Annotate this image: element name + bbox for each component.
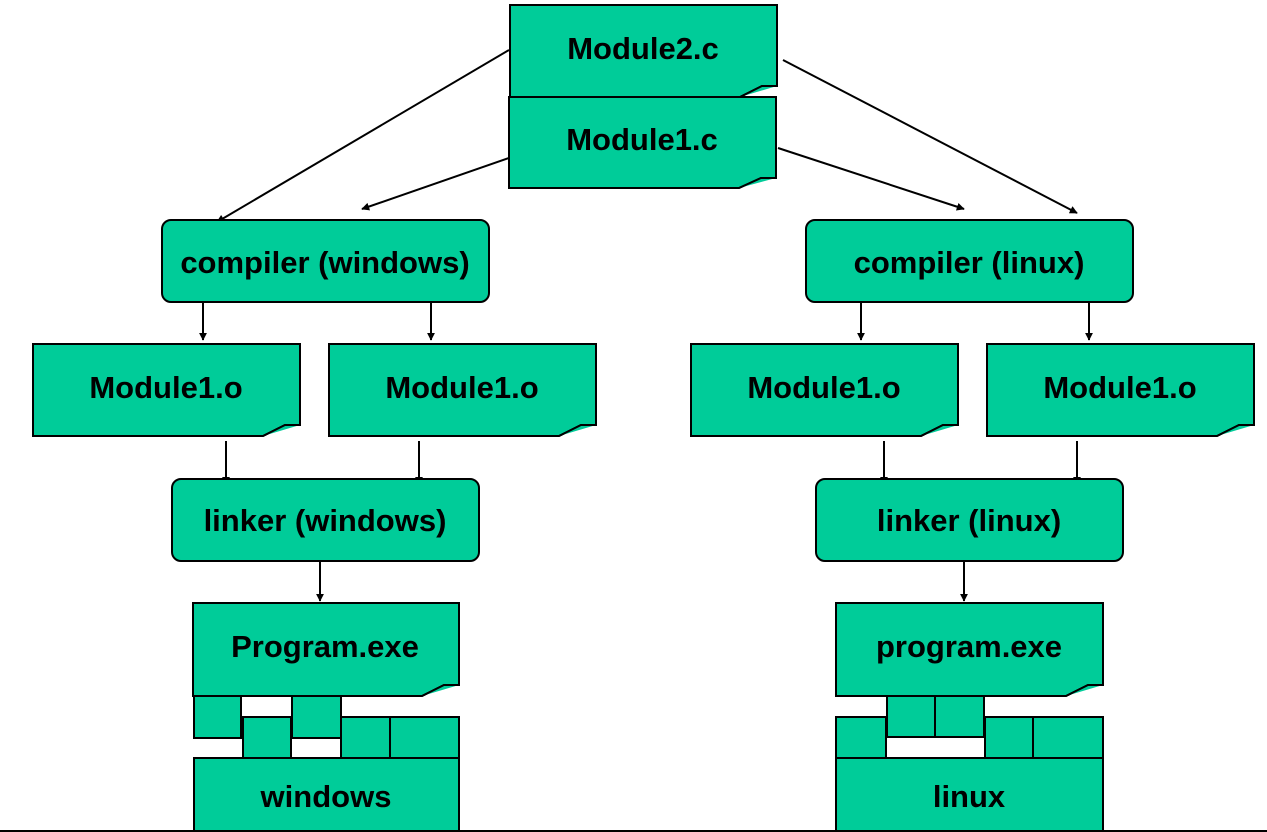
linux-object-left-node: Module1.o (690, 343, 959, 437)
linux-object-right-node: Module1.o (986, 343, 1255, 437)
windows-block (242, 716, 292, 759)
windows-program-node: Program.exe (192, 602, 460, 697)
module1-label: Module1.c (566, 122, 718, 157)
edge-module1-to-compiler-windows (361, 157, 510, 211)
compiler-windows-label: compiler (windows) (180, 245, 469, 280)
windows-os-base (193, 757, 460, 832)
linux-program-label: program.exe (876, 629, 1062, 664)
compiler-linux-node: compiler (linux) (805, 219, 1134, 303)
windows-program-label: Program.exe (231, 629, 419, 664)
linux-block (934, 695, 985, 738)
linker-linux-node: linker (linux) (815, 478, 1124, 562)
linux-program-node: program.exe (835, 602, 1104, 697)
edge-module2-to-compiler-linux (782, 59, 1078, 214)
linux-object-right-label: Module1.o (1043, 370, 1196, 405)
linux-os-base (835, 757, 1104, 832)
linux-block (1032, 716, 1104, 759)
module2-label: Module2.c (567, 31, 719, 66)
linux-block (886, 695, 936, 738)
source-module1-node: Module1.c (508, 96, 777, 189)
windows-block (291, 695, 342, 739)
linker-windows-label: linker (windows) (204, 503, 447, 538)
windows-block (193, 695, 242, 739)
windows-object-left-node: Module1.o (32, 343, 301, 437)
windows-object-right-node: Module1.o (328, 343, 597, 437)
linux-os-stack: linux (835, 695, 1104, 832)
windows-object-right-label: Module1.o (385, 370, 538, 405)
linker-linux-label: linker (linux) (877, 503, 1061, 538)
edge-module2-to-compiler-windows (216, 49, 510, 223)
linker-windows-node: linker (windows) (171, 478, 480, 562)
windows-os-stack: windows (193, 695, 460, 832)
source-module2-node: Module2.c (509, 4, 778, 98)
edge-module1-to-compiler-linux (777, 147, 965, 211)
linux-block (835, 716, 887, 759)
windows-block (389, 716, 460, 759)
linux-object-left-label: Module1.o (747, 370, 900, 405)
linux-block (984, 716, 1034, 759)
windows-object-left-label: Module1.o (89, 370, 242, 405)
edges (199, 49, 1093, 602)
windows-block (340, 716, 391, 759)
compiler-windows-node: compiler (windows) (161, 219, 490, 303)
linux-os-label: linux (933, 779, 1006, 814)
windows-os-label: windows (260, 779, 392, 814)
compiler-linux-label: compiler (linux) (854, 245, 1085, 280)
